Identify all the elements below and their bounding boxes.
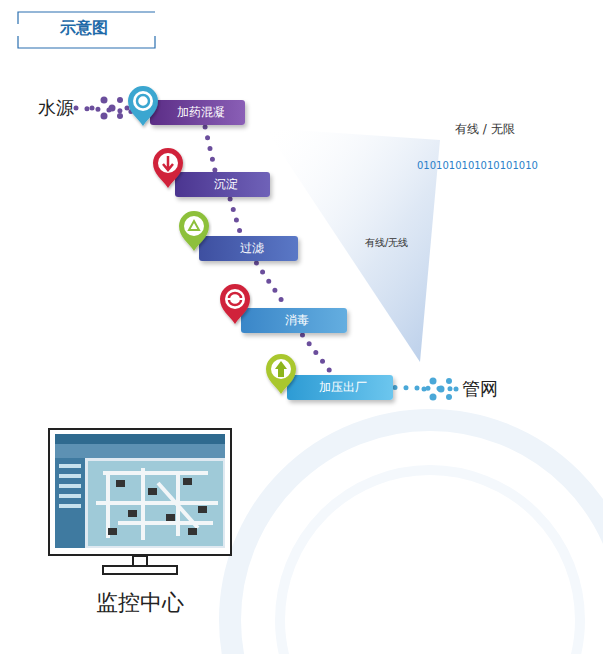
step-label: 过滤 [240,240,264,257]
note-label: 有线/无线 [365,236,603,250]
process-box: 加压出厂 [287,375,393,400]
monitor-node: 监控中心 [48,428,232,624]
dotted-connector [205,127,215,170]
node-label: 水源 [38,96,74,120]
note-label: 有线 / 无限 [455,121,603,138]
note-label: 0101010101010101010 [417,160,603,171]
step-label: 沉淀 [214,176,238,193]
process-box: 过滤 [199,236,298,261]
process-box: 加药混凝 [150,100,245,125]
step-label: 加药混凝 [177,104,225,121]
dotted-connector [256,263,285,306]
node-label: 监控中心 [48,588,232,618]
dotted-connector [230,199,240,234]
step-label: 消毒 [285,312,309,329]
dotted-connector [395,388,460,390]
node-label: 管网 [462,377,498,401]
endpoint-label: 水源 [38,96,74,120]
dotted-connector [302,335,331,373]
step-label: 加压出厂 [319,379,367,396]
process-box: 消毒 [241,308,347,333]
endpoint-label: 管网 [462,377,498,401]
diagram-title: 示意图 [60,18,603,39]
dotted-connector [76,108,148,113]
monitor-illustration [48,428,232,578]
process-box: 沉淀 [175,172,270,197]
